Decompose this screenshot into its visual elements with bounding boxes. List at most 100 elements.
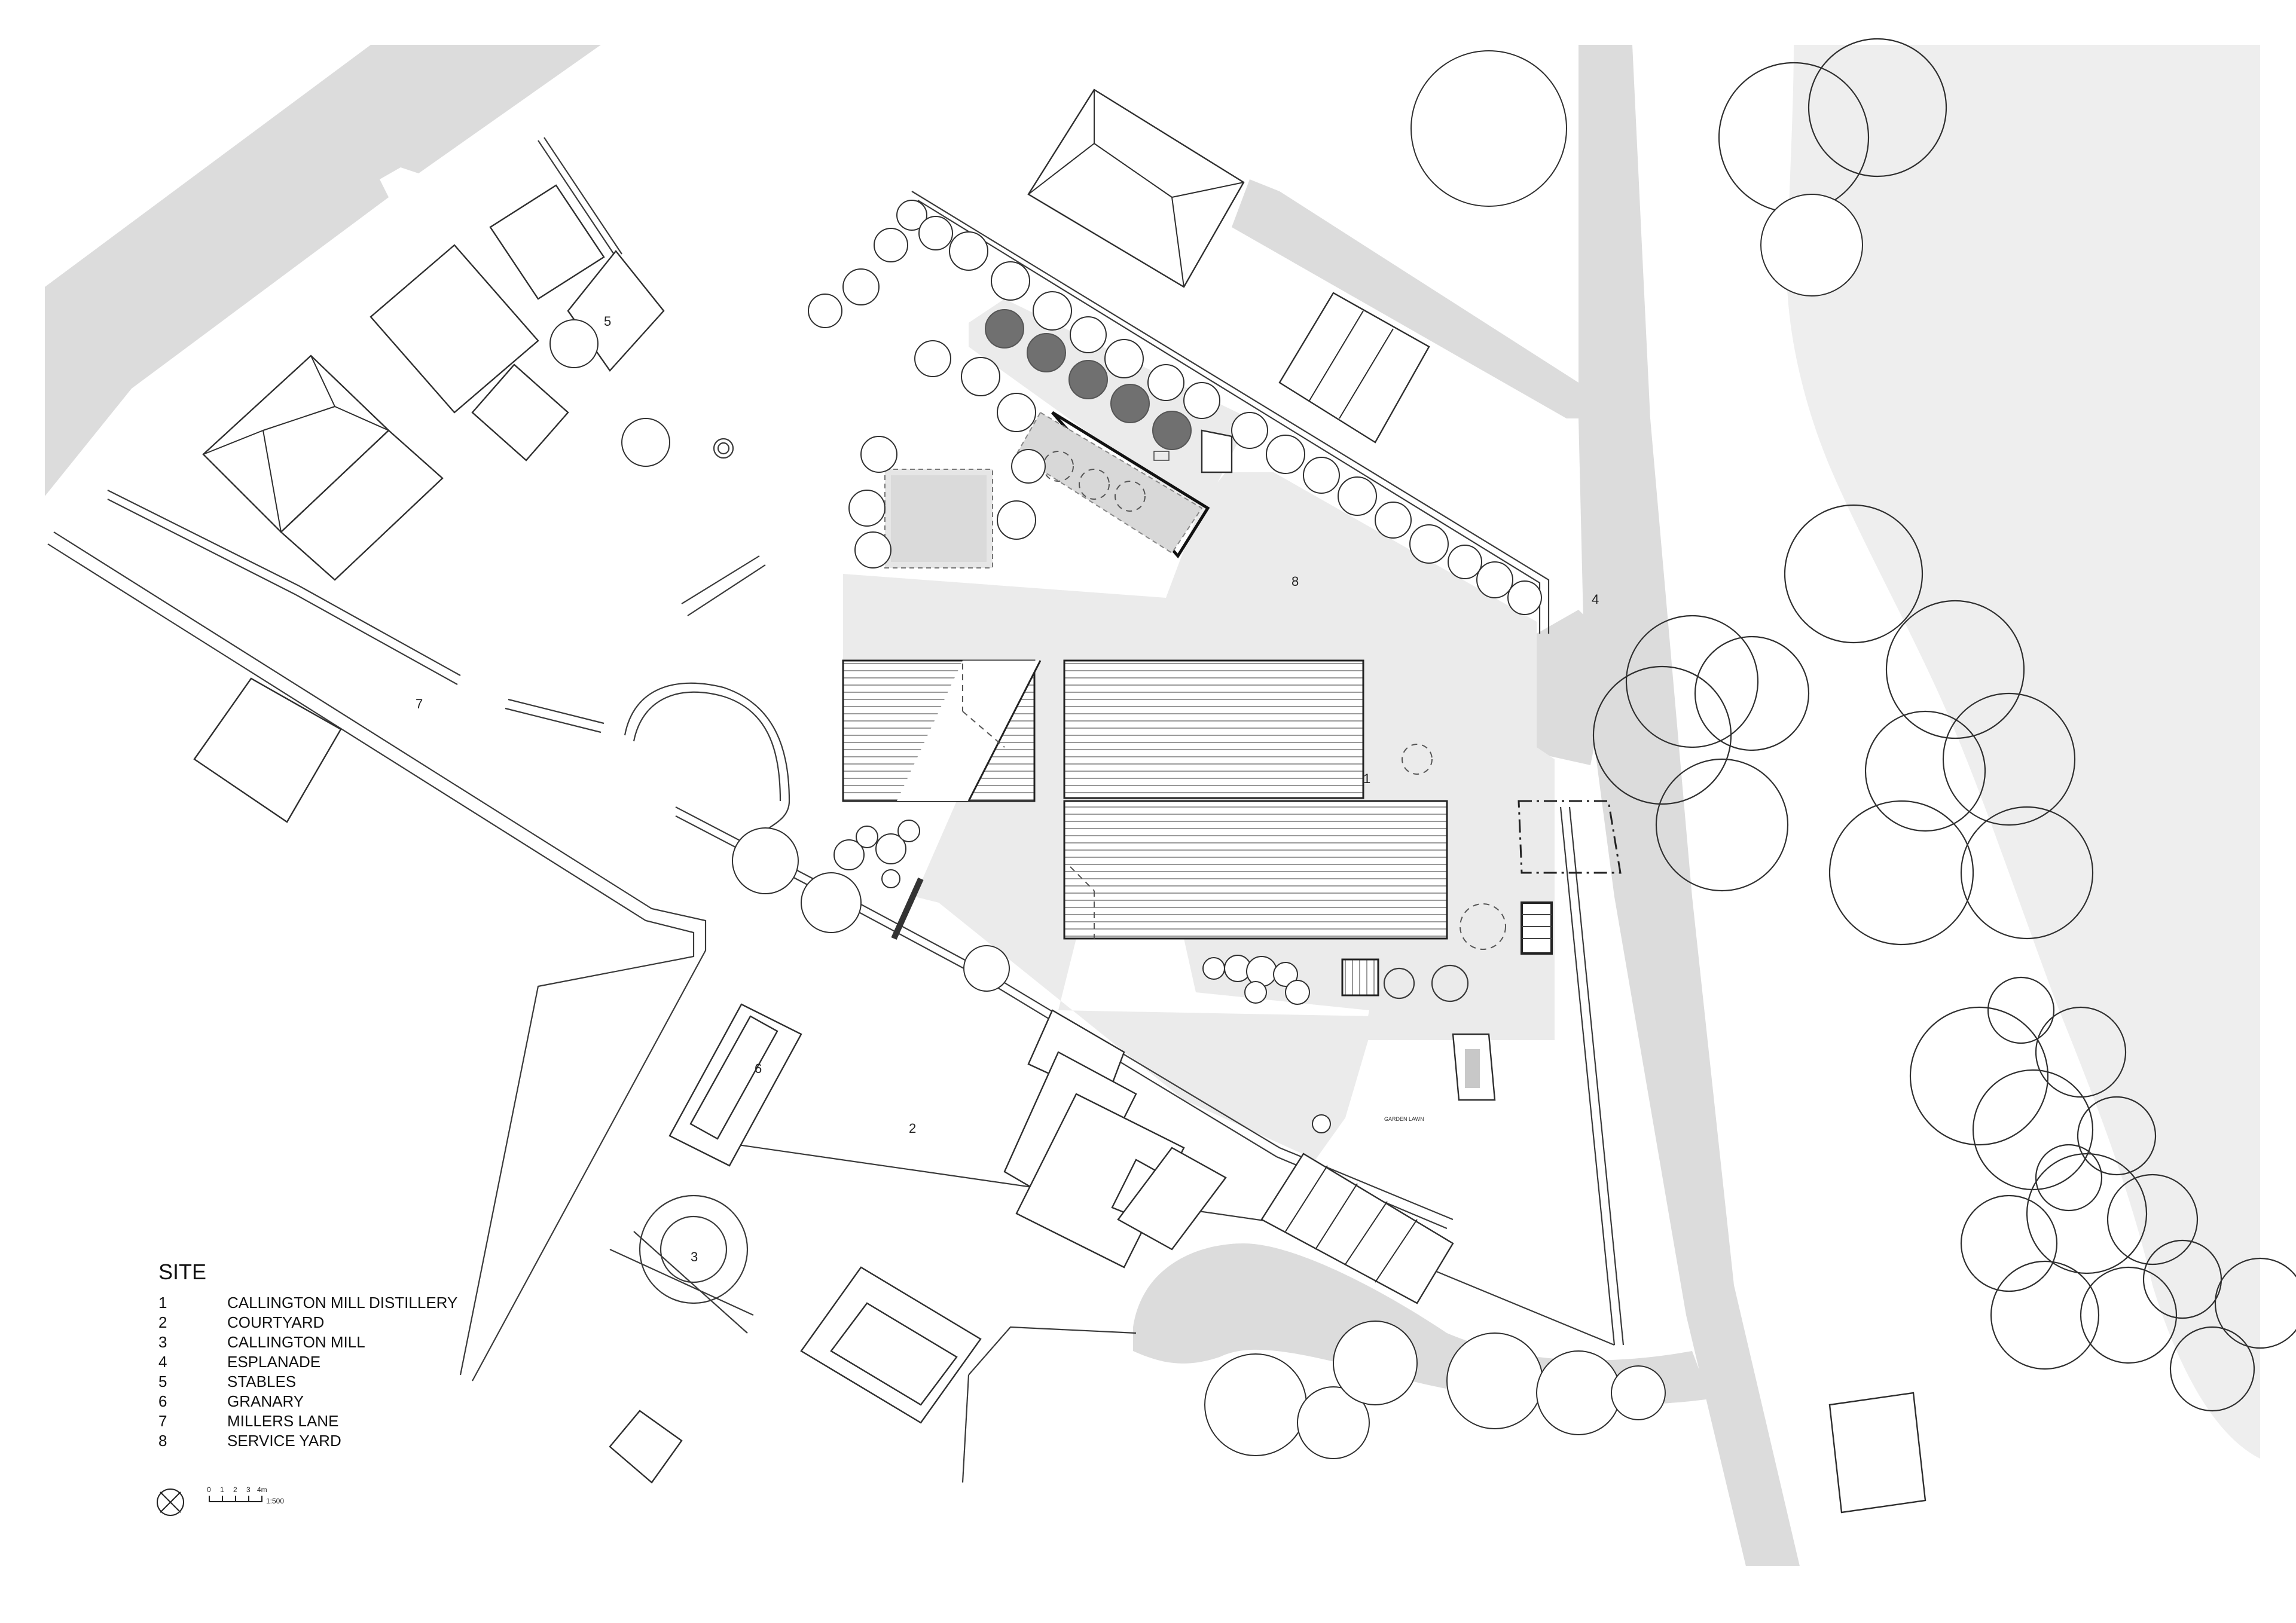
top-left-road xyxy=(45,45,601,496)
shed-southwest xyxy=(609,1410,683,1484)
tree xyxy=(1070,316,1107,353)
esplanade-paving xyxy=(1537,610,1614,765)
label-esplanade: 4 xyxy=(1592,592,1599,607)
legend: SITE 1 CALLINGTON MILL DISTILLERY 2 COUR… xyxy=(158,1260,457,1450)
scale-tick: 1 xyxy=(220,1486,224,1494)
tree xyxy=(1960,1194,2058,1292)
tree xyxy=(2214,1257,2296,1349)
tank xyxy=(1027,333,1066,372)
tree xyxy=(860,436,897,473)
tree xyxy=(1183,382,1220,419)
tree xyxy=(833,839,865,870)
tree xyxy=(1760,194,1863,297)
tree xyxy=(997,393,1036,432)
buildings xyxy=(193,88,1926,1514)
tree xyxy=(2169,1326,2255,1412)
distillery-roof-south xyxy=(1063,800,1448,940)
distillery-stair xyxy=(1521,901,1553,955)
tree xyxy=(856,826,878,848)
tree xyxy=(963,945,1010,992)
tank xyxy=(1110,384,1150,423)
building-stables-block xyxy=(489,184,605,300)
tree xyxy=(997,500,1036,540)
tree xyxy=(621,418,670,467)
main-road xyxy=(1578,45,1800,1566)
tree xyxy=(991,261,1030,301)
tree xyxy=(801,872,862,933)
tree xyxy=(874,228,908,262)
tree xyxy=(1312,1114,1331,1133)
label-courtyard: 2 xyxy=(909,1121,916,1136)
tree xyxy=(1909,1006,2049,1146)
tree xyxy=(1448,545,1482,579)
tree xyxy=(1942,692,2076,826)
scale-bar: 0 1 2 3 4m 1:500 xyxy=(207,1486,284,1505)
house-south xyxy=(800,1266,982,1424)
legend-num: 5 xyxy=(158,1373,167,1390)
tree xyxy=(1828,800,1974,946)
legend-num: 2 xyxy=(158,1313,167,1331)
tree xyxy=(1694,635,1810,751)
legend-num: 6 xyxy=(158,1392,167,1410)
tree xyxy=(854,531,891,568)
tree xyxy=(1202,957,1225,980)
building-west-lane xyxy=(193,677,342,823)
tree xyxy=(1204,1353,1307,1456)
scale-tick: 2 xyxy=(233,1486,237,1494)
tree xyxy=(1375,502,1412,539)
shed-southeast xyxy=(1828,1392,1926,1514)
legend-num: 3 xyxy=(158,1333,167,1351)
legend-label: ESPLANADE xyxy=(227,1353,320,1371)
legend-label: COURTYARD xyxy=(227,1313,324,1331)
shed-north xyxy=(1278,292,1430,444)
tree xyxy=(1231,412,1268,449)
entry-canopy xyxy=(1518,800,1622,874)
trees xyxy=(549,38,2296,1459)
tree xyxy=(881,869,900,888)
tree xyxy=(2035,1006,2127,1098)
building-square-a xyxy=(370,244,539,414)
tree xyxy=(1655,758,1789,892)
tree xyxy=(1808,38,1947,178)
tree xyxy=(961,357,1000,396)
tree xyxy=(1611,1365,1666,1420)
tank xyxy=(1068,360,1108,399)
tree xyxy=(914,340,951,377)
tree xyxy=(2080,1266,2178,1364)
tree xyxy=(1864,710,1986,832)
tree xyxy=(896,200,927,231)
scale-ratio: 1:500 xyxy=(266,1497,284,1505)
legend-num: 8 xyxy=(158,1432,167,1450)
tree xyxy=(1446,1332,1543,1429)
tree xyxy=(1987,976,2055,1044)
callington-mill xyxy=(609,1194,754,1334)
tree xyxy=(918,216,953,250)
upper-access-road xyxy=(1232,179,1581,418)
scale-tick: 3 xyxy=(246,1486,251,1494)
tree xyxy=(1338,476,1377,516)
house-northwest xyxy=(202,354,444,581)
tank xyxy=(1152,411,1192,450)
tree xyxy=(1285,980,1310,1005)
label-distillery: 1 xyxy=(1363,771,1370,786)
north-arrow-icon xyxy=(157,1488,184,1516)
legend-label: CALLINGTON MILL DISTILLERY xyxy=(227,1294,457,1312)
tree xyxy=(1303,457,1340,494)
tree xyxy=(1476,561,1513,598)
label-garden-lawn: GARDEN LAWN xyxy=(1384,1116,1424,1122)
distillery xyxy=(842,659,1622,1002)
tree xyxy=(1409,524,1449,564)
tree xyxy=(1011,449,1046,484)
legend-title: SITE xyxy=(158,1260,206,1284)
building-square-b xyxy=(471,363,569,461)
legend-label: SERVICE YARD xyxy=(227,1432,341,1450)
label-mill: 3 xyxy=(691,1249,698,1264)
label-service-yard: 8 xyxy=(1292,574,1299,589)
tree xyxy=(1104,339,1144,378)
cottages xyxy=(1003,1009,1227,1269)
label-millers-lane: 7 xyxy=(416,696,423,711)
tree xyxy=(1960,806,2094,940)
garden-shed-fill xyxy=(1465,1049,1480,1088)
site-labels: 1 2 3 4 5 6 7 8 GARDEN LAWN xyxy=(416,314,1599,1264)
